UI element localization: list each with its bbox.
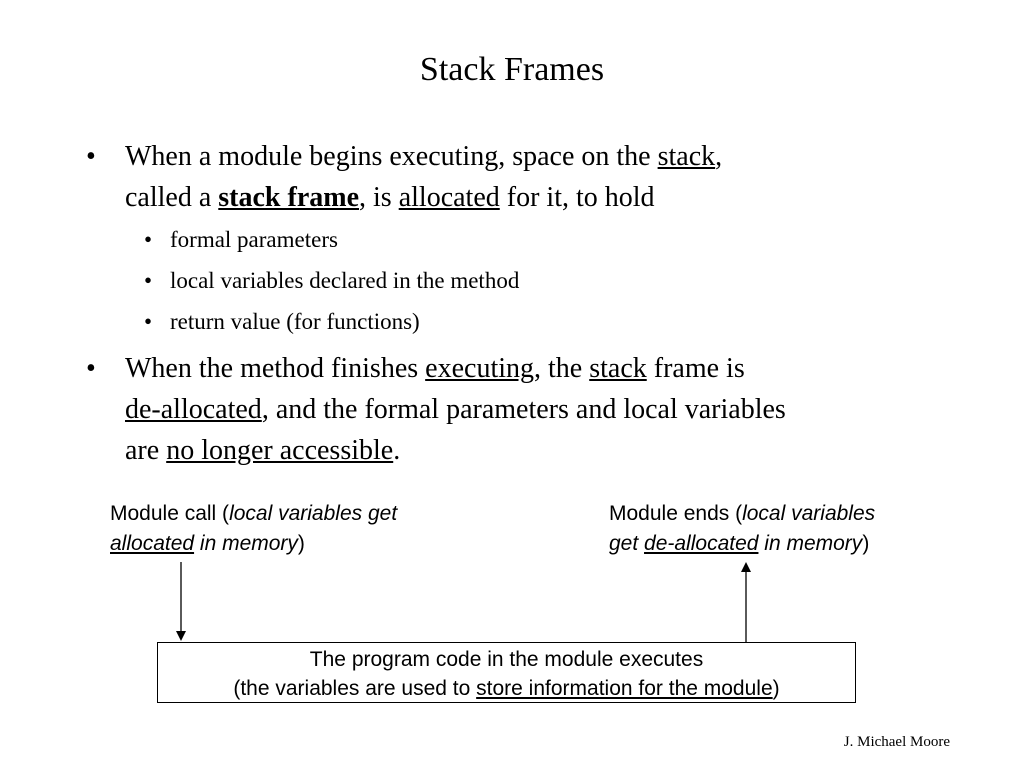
slide-title: Stack Frames [419,51,605,88]
text-run: Module call ( [110,502,230,525]
text-run: ) [862,532,870,555]
bullet-item-stack-frame: • When a module begins executing, space … [86,136,946,218]
author-footer: J. Michael Moore [843,734,950,750]
italic-text: in memory [758,532,863,555]
text-run: . [393,435,401,466]
text-run: for it, to hold [499,182,655,213]
underlined-term: stack [657,141,716,172]
sub-bullet-glyph: • [144,227,153,252]
sub-bullet-glyph: • [144,309,153,334]
underlined-italic-term: de-allocated [644,532,759,555]
underlined-term: stack [589,353,647,384]
module-execution-box: The program code in the module executes … [157,642,856,703]
callout-module-call: Module call (local variables get allocate… [110,499,470,559]
underlined-term: de-allocated [125,394,262,425]
text-run: ) [772,677,780,700]
sub-bullet-item: • return value (for functions) [144,301,844,342]
underlined-term: no longer accessible [166,435,394,466]
bullet-text: When the method finishes executing, the … [125,348,946,471]
text-run: , [715,141,723,172]
italic-text: local variables get [229,502,398,525]
sub-bullet-item: • formal parameters [144,219,844,260]
italic-text: in memory [194,532,298,555]
text-run: (the variables are used to [233,677,477,700]
bold-underlined-term: stack frame [218,182,360,213]
callout-module-ends: Module ends (local variables get de-alloc… [609,499,969,559]
box-line: (the variables are used to store informa… [158,674,855,703]
text-run: called a [125,182,219,213]
text-run: frame is [646,353,745,384]
text-run: When a module begins executing, space on… [125,141,658,172]
text-run: , is [359,182,399,213]
underlined-term: executing [425,353,534,384]
text-run: are [125,435,167,466]
box-line: The program code in the module executes [309,648,704,671]
bullet-glyph: • [86,141,96,172]
sub-bullet-item: • local variables declared in the method [144,260,844,301]
text-run: , the [534,353,590,384]
underlined-italic-term: allocated [110,532,195,555]
sub-bullet-text: local variables declared in the method [170,268,520,293]
underlined-term: allocated [398,182,500,213]
sub-bullet-glyph: • [144,268,153,293]
arrow-up [741,562,751,642]
bullet-glyph: • [86,353,96,384]
bullet-text: When a module begins executing, space on… [125,136,946,218]
text-run: When the method finishes [125,353,426,384]
text-run: ) [297,532,305,555]
sub-bullet-text: formal parameters [170,227,338,252]
bullet-item-deallocation: • When the method finishes executing, th… [86,348,946,471]
italic-text: get [609,532,645,555]
text-run: , and the formal parameters and local va… [261,394,786,425]
italic-text: local variables [742,502,876,525]
underlined-term: store information for the module [476,677,773,700]
text-run: Module ends ( [609,502,743,525]
sub-bullet-text: return value (for functions) [170,309,420,334]
arrow-down [176,562,186,641]
